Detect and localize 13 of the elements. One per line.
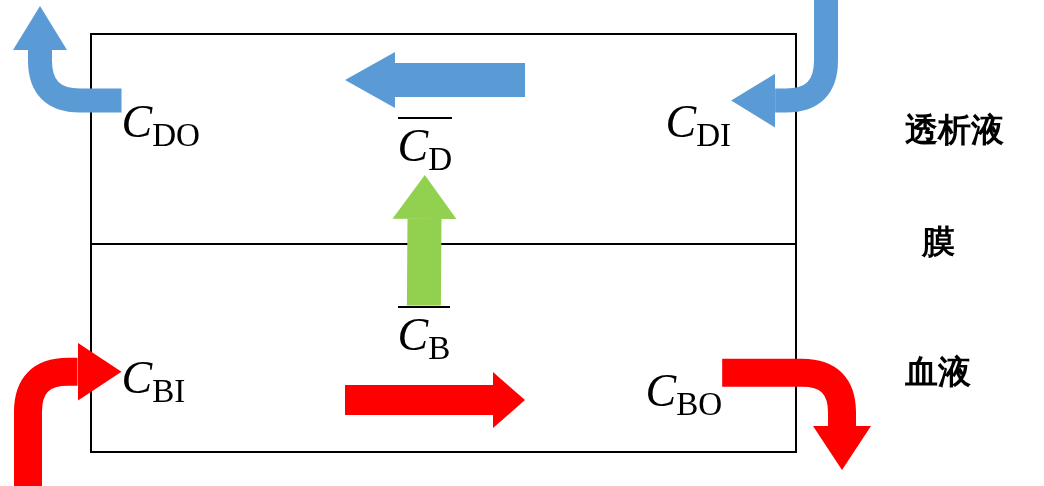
concentration-label: C$_{DI}$ [665, 98, 732, 151]
flow-arrow [731, 0, 838, 128]
mean-concentration-label: C$_{B}$ [397, 305, 451, 364]
flow-arrow [14, 342, 122, 486]
concentration-label: C$_{DO}$ [121, 98, 200, 151]
mean-concentration-label: C$_{D}$ [397, 116, 453, 175]
flow-arrow [392, 174, 457, 306]
concentration-label: C$_{BO}$ [645, 367, 723, 420]
membrane-label: 膜 [922, 222, 955, 262]
flow-arrow [722, 358, 871, 470]
compartment-label: 血液 [905, 352, 971, 392]
compartment-label: 透析液 [905, 110, 1004, 150]
concentration-label: C$_{BI}$ [121, 354, 186, 407]
